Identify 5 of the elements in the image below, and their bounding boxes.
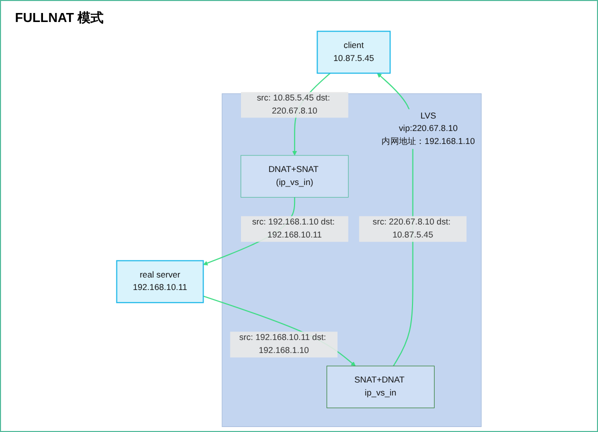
edge-label: src: 192.168.1.10 dst: 192.168.10.11: [252, 218, 335, 240]
diagram-title: FULLNAT 模式: [15, 9, 104, 27]
edge-label: src: 10.85.5.45 dst: 220.67.8.10: [256, 94, 330, 116]
edge-label: src: 192.168.10.11 dst: 192.168.1.10: [239, 333, 326, 356]
edge-label: src: 220.67.8.10 dst: 10.87.5.45: [372, 218, 451, 240]
